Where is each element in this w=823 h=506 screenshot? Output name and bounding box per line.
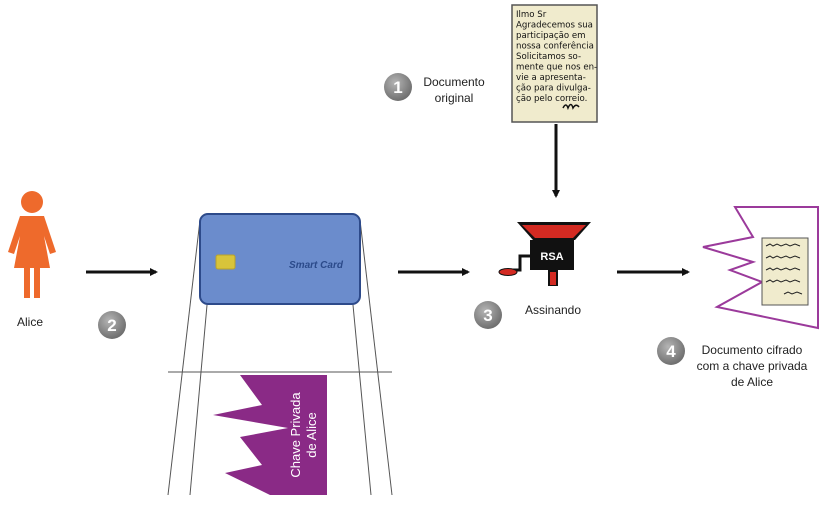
step-4-badge: 4: [657, 337, 685, 365]
doc-line: Agradecemos sua: [516, 21, 593, 31]
chip-icon: [215, 254, 236, 270]
step-2-badge: 2: [98, 311, 126, 339]
step-number: 2: [107, 316, 116, 335]
private-key-shape: [213, 375, 327, 495]
step-4-label-line1: Documento cifrado: [702, 343, 803, 357]
original-document-text: Ilmo Sr Agradecemos sua participação em …: [516, 10, 597, 104]
alice-person-icon: [8, 191, 56, 298]
signature-icon: [562, 103, 580, 111]
private-key-label-line2: de Alice: [304, 412, 319, 458]
step-1-label-line2: original: [435, 91, 474, 105]
step-1-badge: 1: [384, 73, 412, 101]
encrypted-document: [761, 237, 809, 306]
doc-line: Solicitamos so-: [516, 52, 581, 62]
scrambled-text-icon: [765, 243, 803, 295]
step-number: 1: [393, 78, 402, 97]
doc-line: ção pelo correio.: [516, 94, 587, 104]
doc-line: nossa conferência: [516, 41, 594, 52]
step-3-label: Assinando: [525, 303, 581, 317]
alice-label: Alice: [17, 315, 43, 329]
doc-line: mente que nos en-: [516, 63, 597, 73]
step-1-label-line1: Documento: [423, 75, 485, 89]
step-number: 3: [483, 306, 492, 325]
doc-line: participação em: [516, 31, 585, 41]
rsa-label: RSA: [540, 251, 563, 263]
doc-line: Ilmo Sr: [516, 10, 547, 20]
rsa-machine-icon: [498, 222, 591, 286]
card-projection-lines: [167, 219, 393, 496]
doc-line: vie a apresenta-: [516, 73, 586, 83]
original-document: [511, 4, 598, 123]
step-number: 4: [666, 342, 676, 361]
private-key-label-line1: Chave Privada: [288, 392, 303, 478]
step-4-label-line3: de Alice: [731, 375, 773, 389]
step-4-label-line2: com a chave privada: [697, 359, 808, 373]
step-3-badge: 3: [474, 301, 502, 329]
encrypted-envelope-shape: [702, 206, 819, 330]
smart-card-label: Smart Card: [289, 260, 344, 271]
doc-line: ção para divulga-: [516, 84, 591, 94]
smart-card: [199, 213, 361, 305]
